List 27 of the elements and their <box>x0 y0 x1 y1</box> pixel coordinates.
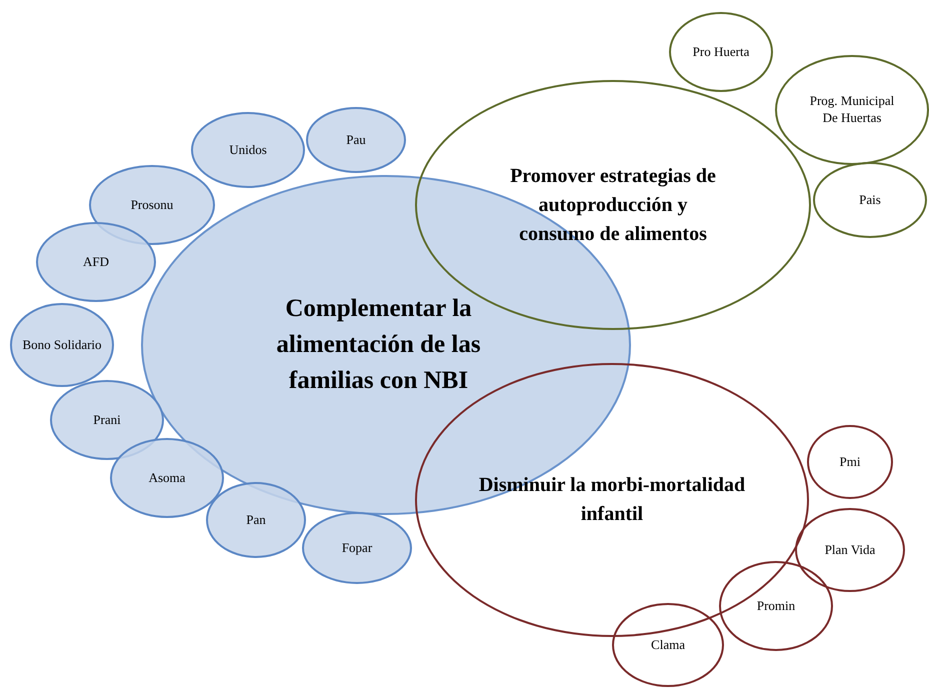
circle-node <box>612 603 724 687</box>
node-label: Pmi <box>838 454 862 470</box>
node-label: Promin <box>756 598 796 614</box>
node-label: Prani <box>92 412 122 428</box>
circle-node <box>669 12 773 92</box>
node-label: Clama <box>650 636 686 654</box>
node-label: AFD <box>82 254 110 270</box>
node-label: Fopar <box>340 540 374 556</box>
circle-node <box>775 55 929 165</box>
node-label: Pro Huerta <box>692 44 750 60</box>
circle-node <box>795 508 905 592</box>
node-label: Bono Solidario <box>22 336 102 354</box>
node-label: Plan Vida <box>824 542 876 558</box>
node-label: Promover estrategias de autoproducción y consumo de alimentos <box>509 164 717 246</box>
node-label: Unidos <box>228 142 268 158</box>
node-label: Disminuir la morbi-mortalidad infantil <box>478 473 746 527</box>
node-label: Pau <box>345 132 367 148</box>
node-label: Asoma <box>148 470 186 486</box>
circle-node <box>415 363 809 637</box>
node-label: Pan <box>245 512 267 528</box>
circle-node <box>813 162 927 238</box>
node-label: Pais <box>858 192 882 208</box>
node-label: Complementar la alimentación de las familias con NBI <box>275 294 482 396</box>
circle-node <box>719 561 833 651</box>
node-label: Prosonu <box>130 196 174 214</box>
circle-node <box>807 425 893 499</box>
node-label: Prog. Municipal De Huertas <box>808 93 896 127</box>
